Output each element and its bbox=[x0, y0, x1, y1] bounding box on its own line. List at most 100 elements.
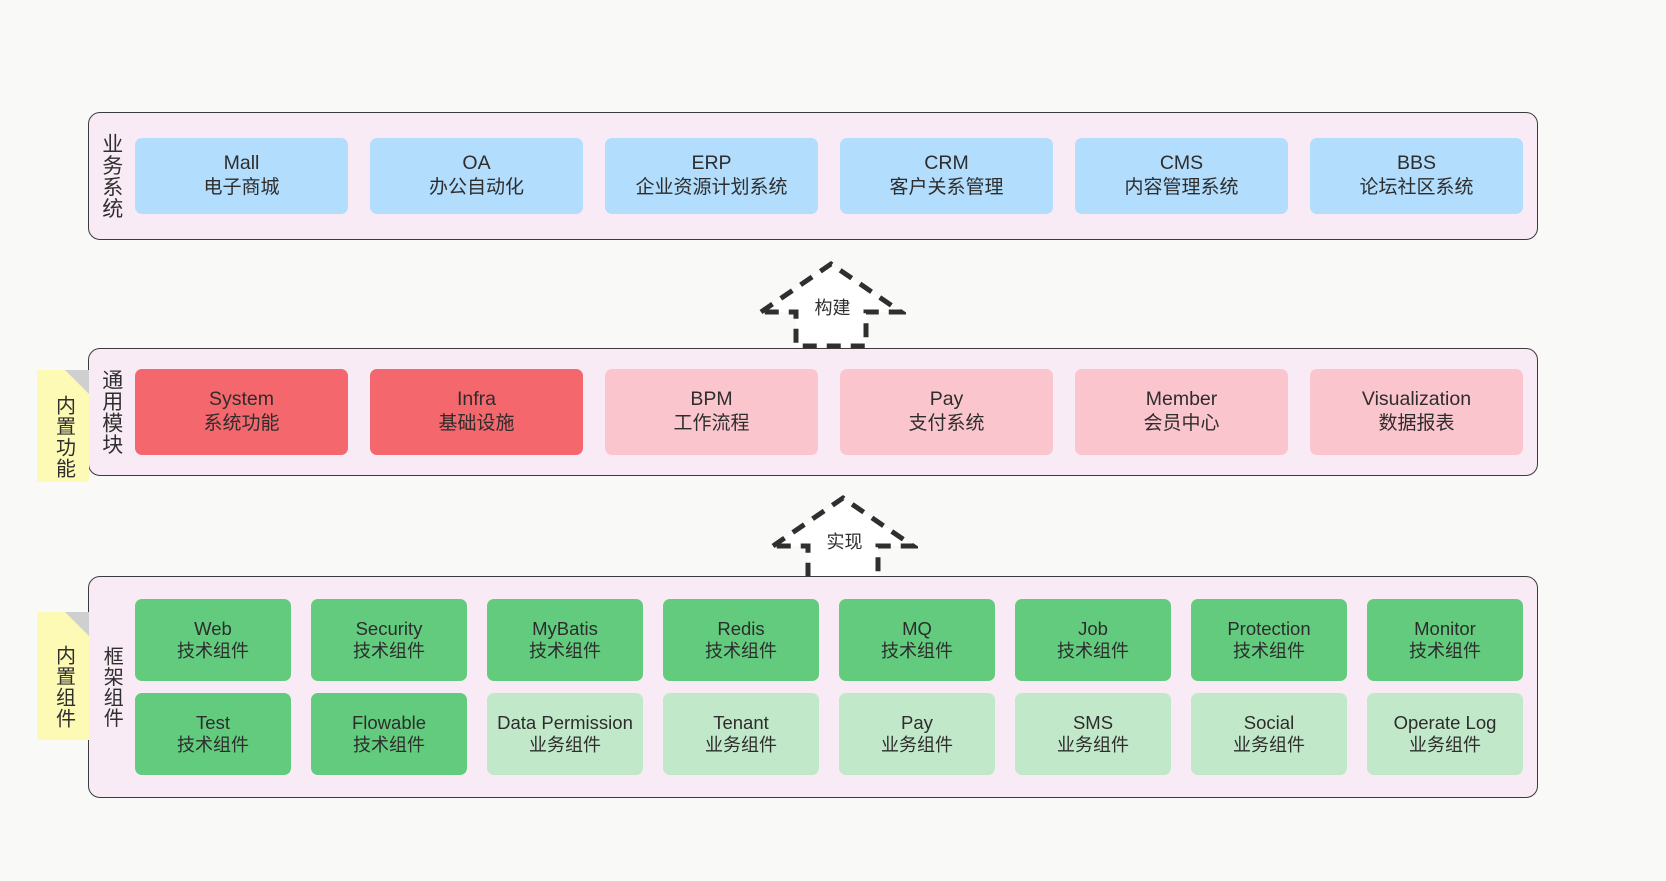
card-title-en: Flowable bbox=[351, 711, 427, 733]
arrow-implement: 实现 bbox=[764, 492, 922, 584]
arrow-implement-icon bbox=[764, 494, 922, 583]
card-data-permission[interactable]: Data Permission 业务组件 bbox=[487, 693, 643, 775]
card-title-cn: 技术组件 bbox=[177, 641, 249, 662]
card-test[interactable]: Test 技术组件 bbox=[135, 693, 291, 775]
layer-body-business-system: Mall 电子商城 OA 办公自动化 ERP 企业资源计划系统 CRM 客户关系… bbox=[133, 113, 1537, 239]
arrow-build: 构建 bbox=[752, 258, 910, 350]
card-mybatis[interactable]: MyBatis 技术组件 bbox=[487, 599, 643, 681]
card-title-en: Infra bbox=[456, 388, 497, 411]
card-member[interactable]: Member 会员中心 bbox=[1075, 369, 1288, 455]
card-title-cn: 技术组件 bbox=[1409, 641, 1481, 662]
card-erp[interactable]: ERP 企业资源计划系统 bbox=[605, 138, 818, 214]
card-operate-log[interactable]: Operate Log 业务组件 bbox=[1367, 693, 1523, 775]
card-security[interactable]: Security 技术组件 bbox=[311, 599, 467, 681]
card-title-cn: 数据报表 bbox=[1378, 413, 1455, 435]
card-title-cn: 企业资源计划系统 bbox=[635, 177, 788, 199]
card-tenant[interactable]: Tenant 业务组件 bbox=[663, 693, 819, 775]
card-crm[interactable]: CRM 客户关系管理 bbox=[840, 138, 1053, 214]
arrow-build-label: 构建 bbox=[814, 298, 851, 318]
card-title-en: Visualization bbox=[1361, 388, 1472, 411]
card-title-cn: 电子商城 bbox=[203, 177, 280, 199]
card-title-cn: 技术组件 bbox=[529, 641, 601, 662]
card-title-cn: 办公自动化 bbox=[428, 177, 524, 199]
card-title-cn: 业务组件 bbox=[1409, 735, 1481, 756]
arrow-implement-label: 实现 bbox=[826, 532, 863, 552]
card-title-cn: 业务组件 bbox=[705, 735, 777, 756]
card-title-cn: 技术组件 bbox=[881, 641, 953, 662]
note-builtin-component[interactable]: 内置组件 bbox=[37, 612, 89, 740]
card-title-en: Tenant bbox=[713, 711, 769, 733]
card-title-cn: 技术组件 bbox=[353, 641, 425, 662]
card-oa[interactable]: OA 办公自动化 bbox=[370, 138, 583, 214]
card-cms[interactable]: CMS 内容管理系统 bbox=[1075, 138, 1288, 214]
card-title-en: MyBatis bbox=[532, 617, 598, 639]
card-title-en: OA bbox=[462, 152, 491, 175]
card-bpm[interactable]: BPM 工作流程 bbox=[605, 369, 818, 455]
card-title-en: CMS bbox=[1159, 152, 1204, 175]
layer-common-module: 通用模块 System 系统功能 Infra 基础设施 BPM 工作流程 Pay… bbox=[88, 348, 1538, 476]
layer-framework-component: 框架组件 Web 技术组件 Security 技术组件 MyBatis 技术组件… bbox=[88, 576, 1538, 798]
card-title-en: Monitor bbox=[1414, 617, 1476, 639]
card-title-cn: 业务组件 bbox=[529, 735, 601, 756]
card-mall[interactable]: Mall 电子商城 bbox=[135, 138, 348, 214]
card-title-en: Social bbox=[1243, 711, 1295, 733]
card-title-en: Protection bbox=[1227, 617, 1311, 639]
card-title-en: MQ bbox=[902, 617, 932, 639]
card-title-cn: 技术组件 bbox=[1057, 641, 1129, 662]
card-title-cn: 技术组件 bbox=[177, 735, 249, 756]
card-pay[interactable]: Pay 支付系统 bbox=[840, 369, 1053, 455]
card-flowable[interactable]: Flowable 技术组件 bbox=[311, 693, 467, 775]
card-visualization[interactable]: Visualization 数据报表 bbox=[1310, 369, 1523, 455]
card-title-cn: 内容管理系统 bbox=[1124, 177, 1239, 199]
layer-body-common-module: System 系统功能 Infra 基础设施 BPM 工作流程 Pay 支付系统… bbox=[133, 349, 1537, 475]
card-title-cn: 技术组件 bbox=[705, 641, 777, 662]
card-title-en: Pay bbox=[901, 711, 933, 733]
card-row: Web 技术组件 Security 技术组件 MyBatis 技术组件 Redi… bbox=[135, 599, 1523, 681]
layer-title-framework-component: 框架组件 bbox=[100, 646, 123, 728]
card-title-en: BPM bbox=[690, 388, 733, 411]
card-row: Mall 电子商城 OA 办公自动化 ERP 企业资源计划系统 CRM 客户关系… bbox=[135, 138, 1523, 214]
card-mq[interactable]: MQ 技术组件 bbox=[839, 599, 995, 681]
card-title-en: Member bbox=[1145, 388, 1218, 411]
card-row: Test 技术组件 Flowable 技术组件 Data Permission … bbox=[135, 693, 1523, 775]
card-web[interactable]: Web 技术组件 bbox=[135, 599, 291, 681]
card-title-en: CRM bbox=[924, 152, 969, 175]
card-title-cn: 系统功能 bbox=[203, 413, 280, 435]
card-title-en: Test bbox=[196, 711, 230, 733]
card-title-cn: 基础设施 bbox=[438, 413, 515, 435]
card-title-cn: 业务组件 bbox=[1233, 735, 1305, 756]
card-title-cn: 支付系统 bbox=[908, 413, 985, 435]
card-title-cn: 业务组件 bbox=[881, 735, 953, 756]
card-title-cn: 客户关系管理 bbox=[889, 177, 1004, 199]
card-title-cn: 会员中心 bbox=[1143, 413, 1220, 435]
card-redis[interactable]: Redis 技术组件 bbox=[663, 599, 819, 681]
card-social[interactable]: Social 业务组件 bbox=[1191, 693, 1347, 775]
note-builtin-function[interactable]: 内置功能 bbox=[37, 370, 89, 482]
card-title-en: System bbox=[208, 388, 274, 411]
card-title-en: Security bbox=[355, 617, 423, 639]
card-pay-business[interactable]: Pay 业务组件 bbox=[839, 693, 995, 775]
card-title-cn: 业务组件 bbox=[1057, 735, 1129, 756]
card-title-en: Data Permission bbox=[497, 711, 633, 733]
layer-business-system: 业务系统 Mall 电子商城 OA 办公自动化 ERP 企业资源计划系统 CRM… bbox=[88, 112, 1538, 240]
card-job[interactable]: Job 技术组件 bbox=[1015, 599, 1171, 681]
card-title-en: BBS bbox=[1396, 152, 1437, 175]
arrow-build-icon bbox=[752, 260, 910, 349]
layer-title-business-system: 业务系统 bbox=[99, 133, 123, 219]
card-row: System 系统功能 Infra 基础设施 BPM 工作流程 Pay 支付系统… bbox=[135, 369, 1523, 455]
card-title-en: ERP bbox=[691, 152, 732, 175]
card-title-en: Pay bbox=[929, 388, 964, 411]
card-bbs[interactable]: BBS 论坛社区系统 bbox=[1310, 138, 1523, 214]
page-fold-icon bbox=[65, 370, 89, 394]
card-title-en: Web bbox=[194, 617, 232, 639]
card-title-en: SMS bbox=[1072, 711, 1114, 733]
layer-body-framework-component: Web 技术组件 Security 技术组件 MyBatis 技术组件 Redi… bbox=[133, 577, 1537, 797]
card-title-en: Redis bbox=[717, 617, 765, 639]
card-monitor[interactable]: Monitor 技术组件 bbox=[1367, 599, 1523, 681]
card-infra[interactable]: Infra 基础设施 bbox=[370, 369, 583, 455]
card-title-en: Operate Log bbox=[1393, 711, 1497, 733]
card-system[interactable]: System 系统功能 bbox=[135, 369, 348, 455]
card-protection[interactable]: Protection 技术组件 bbox=[1191, 599, 1347, 681]
card-sms[interactable]: SMS 业务组件 bbox=[1015, 693, 1171, 775]
